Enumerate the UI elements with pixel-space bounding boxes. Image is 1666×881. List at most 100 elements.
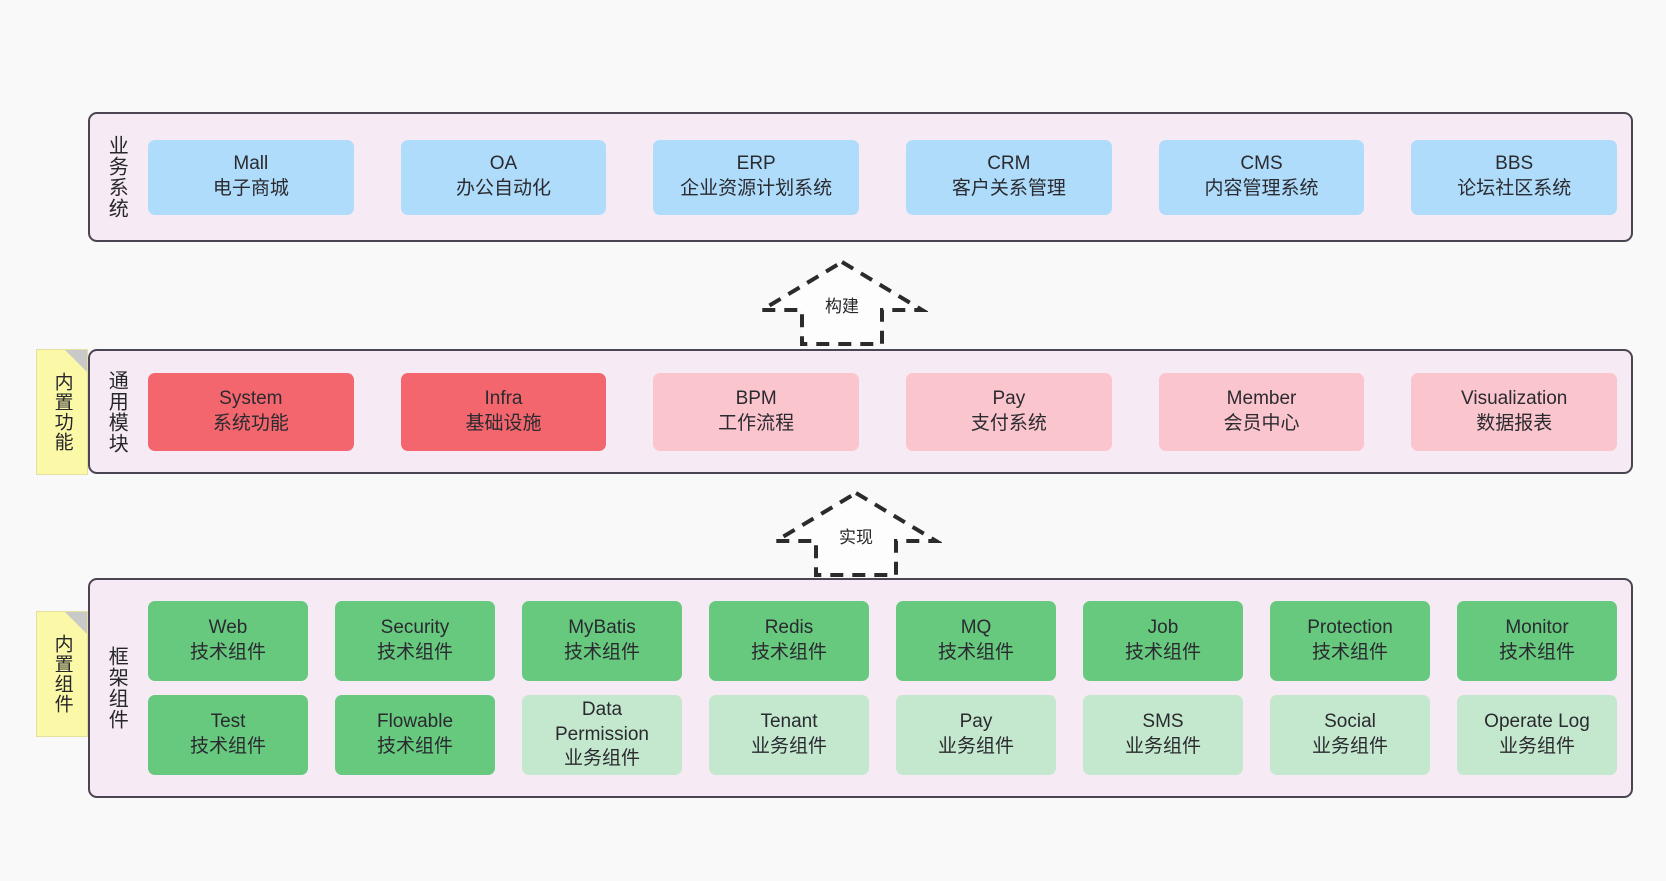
card-data-permission-name: Data (581, 698, 623, 720)
card-monitor-desc: 技术组件 (1498, 642, 1575, 663)
connector-implement-arrow: 实现 (770, 487, 942, 577)
card-redis[interactable]: Redis 技术组件 (709, 601, 869, 681)
card-security-desc: 技术组件 (376, 642, 453, 663)
card-social-desc: 业务组件 (1311, 736, 1388, 757)
card-test[interactable]: Test 技术组件 (148, 695, 308, 775)
card-pay-module[interactable]: Pay 支付系统 (906, 372, 1112, 451)
panel-framework-title: 框架组件 (105, 646, 128, 730)
card-member-desc: 会员中心 (1223, 412, 1300, 434)
card-system-desc: 系统功能 (212, 412, 289, 434)
card-infra[interactable]: Infra 基础设施 (400, 372, 607, 451)
card-visualization[interactable]: Visualization 数据报表 (1411, 372, 1618, 451)
card-security[interactable]: Security 技术组件 (335, 601, 495, 681)
card-tenant[interactable]: Tenant 业务组件 (709, 695, 869, 775)
card-bbs-desc: 论坛社区系统 (1457, 178, 1572, 199)
card-data-permission-name2: Permission (555, 723, 649, 745)
card-flowable[interactable]: Flowable 技术组件 (335, 695, 495, 775)
card-mall[interactable]: Mall 电子商城 (148, 139, 354, 215)
card-sms[interactable]: SMS 业务组件 (1083, 695, 1243, 775)
panel-business-title: 业务系统 (105, 135, 128, 219)
card-social-name: Social (1324, 711, 1376, 733)
card-erp[interactable]: ERP 企业资源计划系统 (653, 139, 860, 215)
card-mall-desc: 电子商城 (212, 178, 289, 199)
card-redis-desc: 技术组件 (750, 642, 827, 663)
card-pay-component[interactable]: Pay 业务组件 (896, 695, 1056, 775)
card-job[interactable]: Job 技术组件 (1083, 601, 1243, 681)
card-infra-name: Infra (484, 387, 523, 409)
card-crm[interactable]: CRM 客户关系管理 (906, 139, 1112, 215)
card-test-desc: 技术组件 (189, 736, 266, 757)
card-operate-log-name: Operate Log (1484, 711, 1590, 733)
card-data-permission[interactable]: Data Permission 业务组件 (522, 695, 682, 775)
card-monitor-name: Monitor (1505, 617, 1569, 639)
card-member[interactable]: Member 会员中心 (1158, 372, 1365, 451)
card-cms-name: CMS (1240, 153, 1283, 175)
card-security-name: Security (380, 617, 450, 639)
card-sms-desc: 业务组件 (1124, 736, 1201, 757)
panel-modules-body: System 系统功能 Infra 基础设施 BPM 工作流程 Pay 支付系统… (142, 351, 1631, 472)
card-web-desc: 技术组件 (189, 642, 266, 663)
panel-framework-components: 框架组件 Web 技术组件 Security 技术组件 MyBatis 技术组件… (88, 578, 1633, 798)
card-oa-name: OA (489, 153, 518, 175)
implement-arrow-shape (770, 490, 942, 577)
sticky-framework-label: 内置组件 (51, 634, 73, 714)
card-data-permission-desc: 业务组件 (563, 748, 640, 770)
card-mybatis-desc: 技术组件 (563, 642, 640, 663)
card-crm-name: CRM (987, 153, 1031, 175)
sticky-note-builtin-components: 内置组件 (36, 611, 88, 737)
card-pay-module-desc: 支付系统 (970, 412, 1047, 434)
connector-build-arrow: 构建 (756, 256, 928, 346)
sticky-note-builtin-features: 内置功能 (36, 349, 88, 475)
card-mq[interactable]: MQ 技术组件 (896, 601, 1056, 681)
card-infra-desc: 基础设施 (465, 412, 542, 434)
card-test-name: Test (210, 711, 246, 733)
card-tenant-name: Tenant (760, 711, 818, 733)
framework-biz-row: Test 技术组件 Flowable 技术组件 Data Permission … (142, 695, 1617, 775)
card-web[interactable]: Web 技术组件 (148, 601, 308, 681)
modules-card-row: System 系统功能 Infra 基础设施 BPM 工作流程 Pay 支付系统… (142, 372, 1618, 451)
card-mq-desc: 技术组件 (937, 642, 1014, 663)
card-web-name: Web (208, 617, 248, 639)
card-bpm[interactable]: BPM 工作流程 (653, 372, 860, 451)
build-arrow-shape (756, 259, 928, 346)
panel-framework-body: Web 技术组件 Security 技术组件 MyBatis 技术组件 Redi… (142, 580, 1631, 796)
card-flowable-desc: 技术组件 (376, 736, 453, 757)
card-mq-name: MQ (960, 617, 992, 639)
card-cms[interactable]: CMS 内容管理系统 (1158, 139, 1365, 215)
sticky-modules-label: 内置功能 (51, 372, 73, 452)
card-social[interactable]: Social 业务组件 (1270, 695, 1430, 775)
card-monitor[interactable]: Monitor 技术组件 (1457, 601, 1617, 681)
card-job-desc: 技术组件 (1124, 642, 1201, 663)
card-operate-log[interactable]: Operate Log 业务组件 (1457, 695, 1617, 775)
card-protection-name: Protection (1307, 617, 1393, 639)
card-visualization-name: Visualization (1461, 387, 1568, 409)
card-sms-name: SMS (1142, 711, 1184, 733)
card-mybatis-name: MyBatis (568, 617, 636, 639)
card-protection[interactable]: Protection 技术组件 (1270, 601, 1430, 681)
card-pay-component-name: Pay (959, 711, 993, 733)
card-crm-desc: 客户关系管理 (951, 178, 1066, 199)
card-erp-desc: 企业资源计划系统 (680, 178, 833, 199)
card-bpm-name: BPM (735, 387, 777, 409)
business-card-row: Mall 电子商城 OA 办公自动化 ERP 企业资源计划系统 CRM 客户关系… (142, 139, 1618, 215)
card-system[interactable]: System 系统功能 (148, 372, 354, 451)
panel-modules-title: 通用模块 (105, 369, 128, 454)
card-mall-name: Mall (233, 153, 269, 175)
card-visualization-desc: 数据报表 (1476, 412, 1553, 434)
card-system-name: System (219, 387, 283, 409)
card-oa-desc: 办公自动化 (456, 178, 552, 199)
card-mybatis[interactable]: MyBatis 技术组件 (522, 601, 682, 681)
card-tenant-desc: 业务组件 (750, 736, 827, 757)
card-erp-name: ERP (736, 153, 776, 175)
panel-business-systems: 业务系统 Mall 电子商城 OA 办公自动化 ERP 企业资源计划系统 CRM… (88, 112, 1633, 242)
card-oa[interactable]: OA 办公自动化 (400, 139, 607, 215)
card-cms-desc: 内容管理系统 (1204, 178, 1319, 199)
panel-business-body: Mall 电子商城 OA 办公自动化 ERP 企业资源计划系统 CRM 客户关系… (142, 114, 1631, 240)
card-bpm-desc: 工作流程 (718, 412, 795, 434)
card-bbs[interactable]: BBS 论坛社区系统 (1411, 139, 1618, 215)
card-member-name: Member (1226, 387, 1297, 409)
card-bbs-name: BBS (1495, 153, 1534, 175)
card-pay-module-name: Pay (992, 387, 1026, 409)
card-redis-name: Redis (764, 617, 814, 639)
